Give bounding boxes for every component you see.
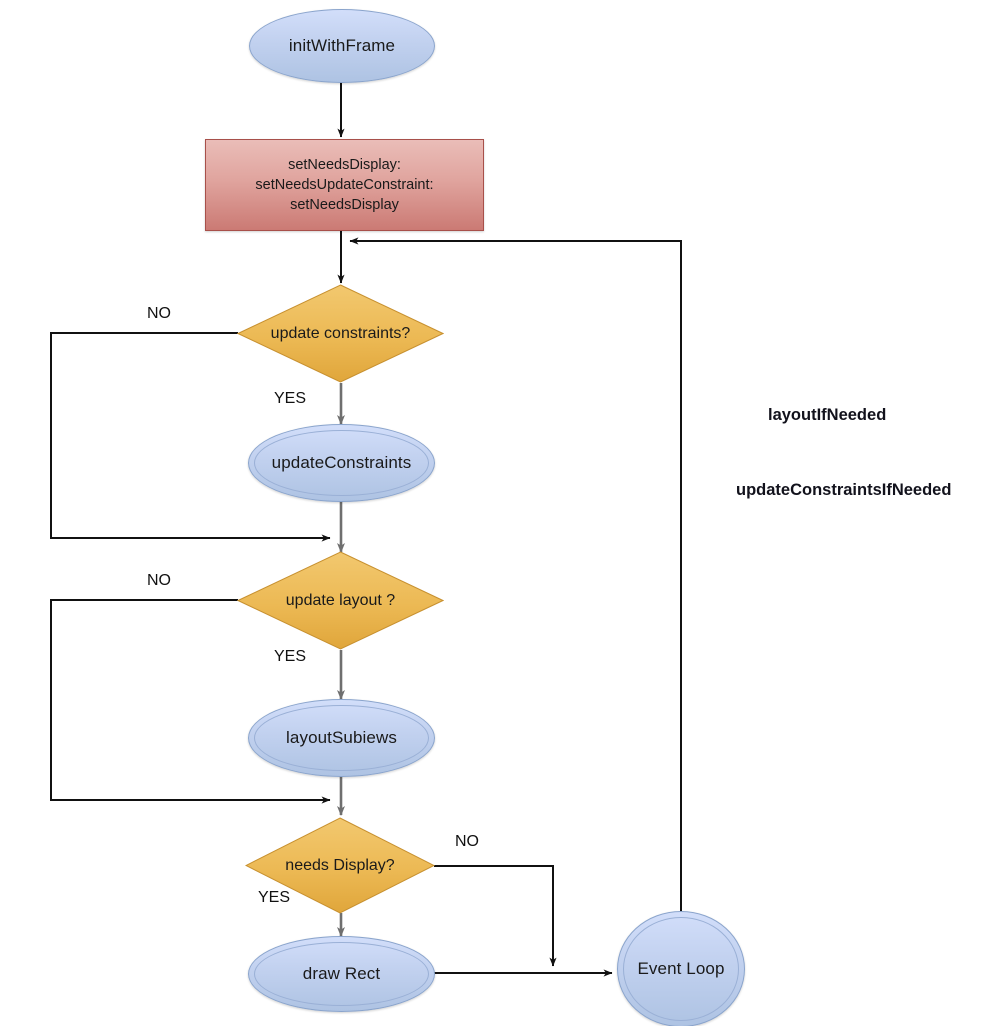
node-decision-needs-display-label: needs Display?: [285, 856, 395, 874]
node-init-with-frame-label: initWithFrame: [288, 36, 396, 55]
set-needs-line-3: setNeedsDisplay: [290, 197, 399, 213]
set-needs-line-1: setNeedsDisplay:: [288, 157, 401, 173]
edge-label-layout-yes: YES: [274, 648, 307, 665]
node-event-loop[interactable]: Event Loop: [617, 911, 745, 1026]
node-update-constraints-label: updateConstraints: [271, 453, 412, 472]
edge-label-display-no: NO: [455, 833, 479, 850]
diamond-shape-needs-display: [245, 817, 435, 914]
node-layout-subviews[interactable]: layoutSubiews: [248, 699, 435, 777]
node-decision-update-layout[interactable]: update layout ?: [237, 551, 444, 650]
set-needs-line-2: setNeedsUpdateConstraint:: [255, 177, 434, 193]
edge-display-no: [434, 865, 557, 967]
node-draw-rect[interactable]: draw Rect: [248, 936, 435, 1012]
edge-label-layout-no: NO: [147, 572, 171, 589]
node-decision-update-constraints-label: update constraints?: [270, 324, 411, 342]
node-event-loop-label: Event Loop: [637, 959, 725, 978]
node-layout-subviews-label: layoutSubiews: [286, 728, 397, 747]
diamond-shape-update-layout: [237, 551, 444, 650]
edge-label-constraints-yes: YES: [274, 390, 307, 407]
node-decision-needs-display[interactable]: needs Display?: [245, 817, 435, 914]
node-decision-update-layout-label: update layout ?: [285, 591, 396, 609]
node-draw-rect-label: draw Rect: [302, 964, 381, 983]
edge-label-constraints-no: NO: [147, 305, 171, 322]
node-update-constraints[interactable]: updateConstraints: [248, 424, 435, 502]
diamond-shape-update-constraints: [237, 284, 444, 383]
edge-label-display-yes: YES: [258, 889, 291, 906]
node-set-needs-display-box[interactable]: setNeedsDisplay: setNeedsUpdateConstrain…: [205, 139, 484, 231]
node-init-with-frame[interactable]: initWithFrame: [249, 9, 435, 83]
annotation-update-constraints-if-needed: updateConstraintsIfNeeded: [736, 481, 952, 499]
annotation-layout-if-needed: layoutIfNeeded: [768, 406, 887, 424]
node-decision-update-constraints[interactable]: update constraints?: [237, 284, 444, 383]
